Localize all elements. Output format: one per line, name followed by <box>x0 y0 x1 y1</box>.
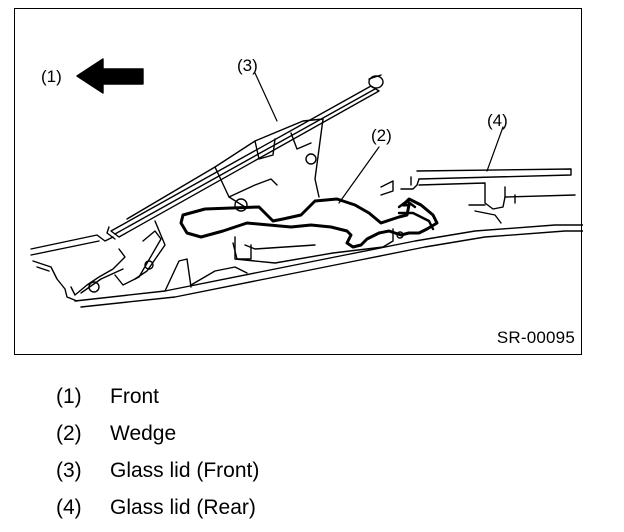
legend-item: (2) Wedge <box>56 421 259 458</box>
hinge-bracket <box>70 118 324 296</box>
callout-wedge: (2) <box>371 126 392 145</box>
legend-list: (1) Front (2) Wedge (3) Glass lid (Front… <box>56 384 259 532</box>
legend-label: Glass lid (Front) <box>110 459 260 482</box>
sunroof-wedge-drawing <box>30 58 583 308</box>
callout-glass-lid-rear: (4) <box>487 111 508 130</box>
legend-label: Wedge <box>110 422 177 445</box>
legend-number: (3) <box>56 459 82 482</box>
legend-number: (1) <box>56 385 82 408</box>
wedge-hook <box>397 199 435 231</box>
callout-front: (1) <box>41 67 62 86</box>
legend-item: (4) Glass lid (Rear) <box>56 495 259 532</box>
front-arrow-icon <box>76 58 144 94</box>
wedge-guide <box>234 228 404 264</box>
diagram-figure: (1) (3) (2) (4) SR-00095 <box>14 8 583 355</box>
glass-lid-rear-part <box>380 168 576 224</box>
legend-item: (3) Glass lid (Front) <box>56 458 259 495</box>
legend-number: (4) <box>56 496 82 519</box>
legend-label: Front <box>110 385 160 408</box>
legend-label: Glass lid (Rear) <box>110 496 256 519</box>
front-frame <box>30 234 124 302</box>
figure-reference-code: SR-00095 <box>496 328 575 347</box>
legend-item: (1) Front <box>56 384 259 421</box>
glass-lid-front-part <box>106 74 384 240</box>
callout-glass-lid-front: (3) <box>237 56 258 75</box>
leader-lines <box>254 72 504 204</box>
wedge-part <box>179 197 439 249</box>
legend-number: (2) <box>56 422 82 445</box>
